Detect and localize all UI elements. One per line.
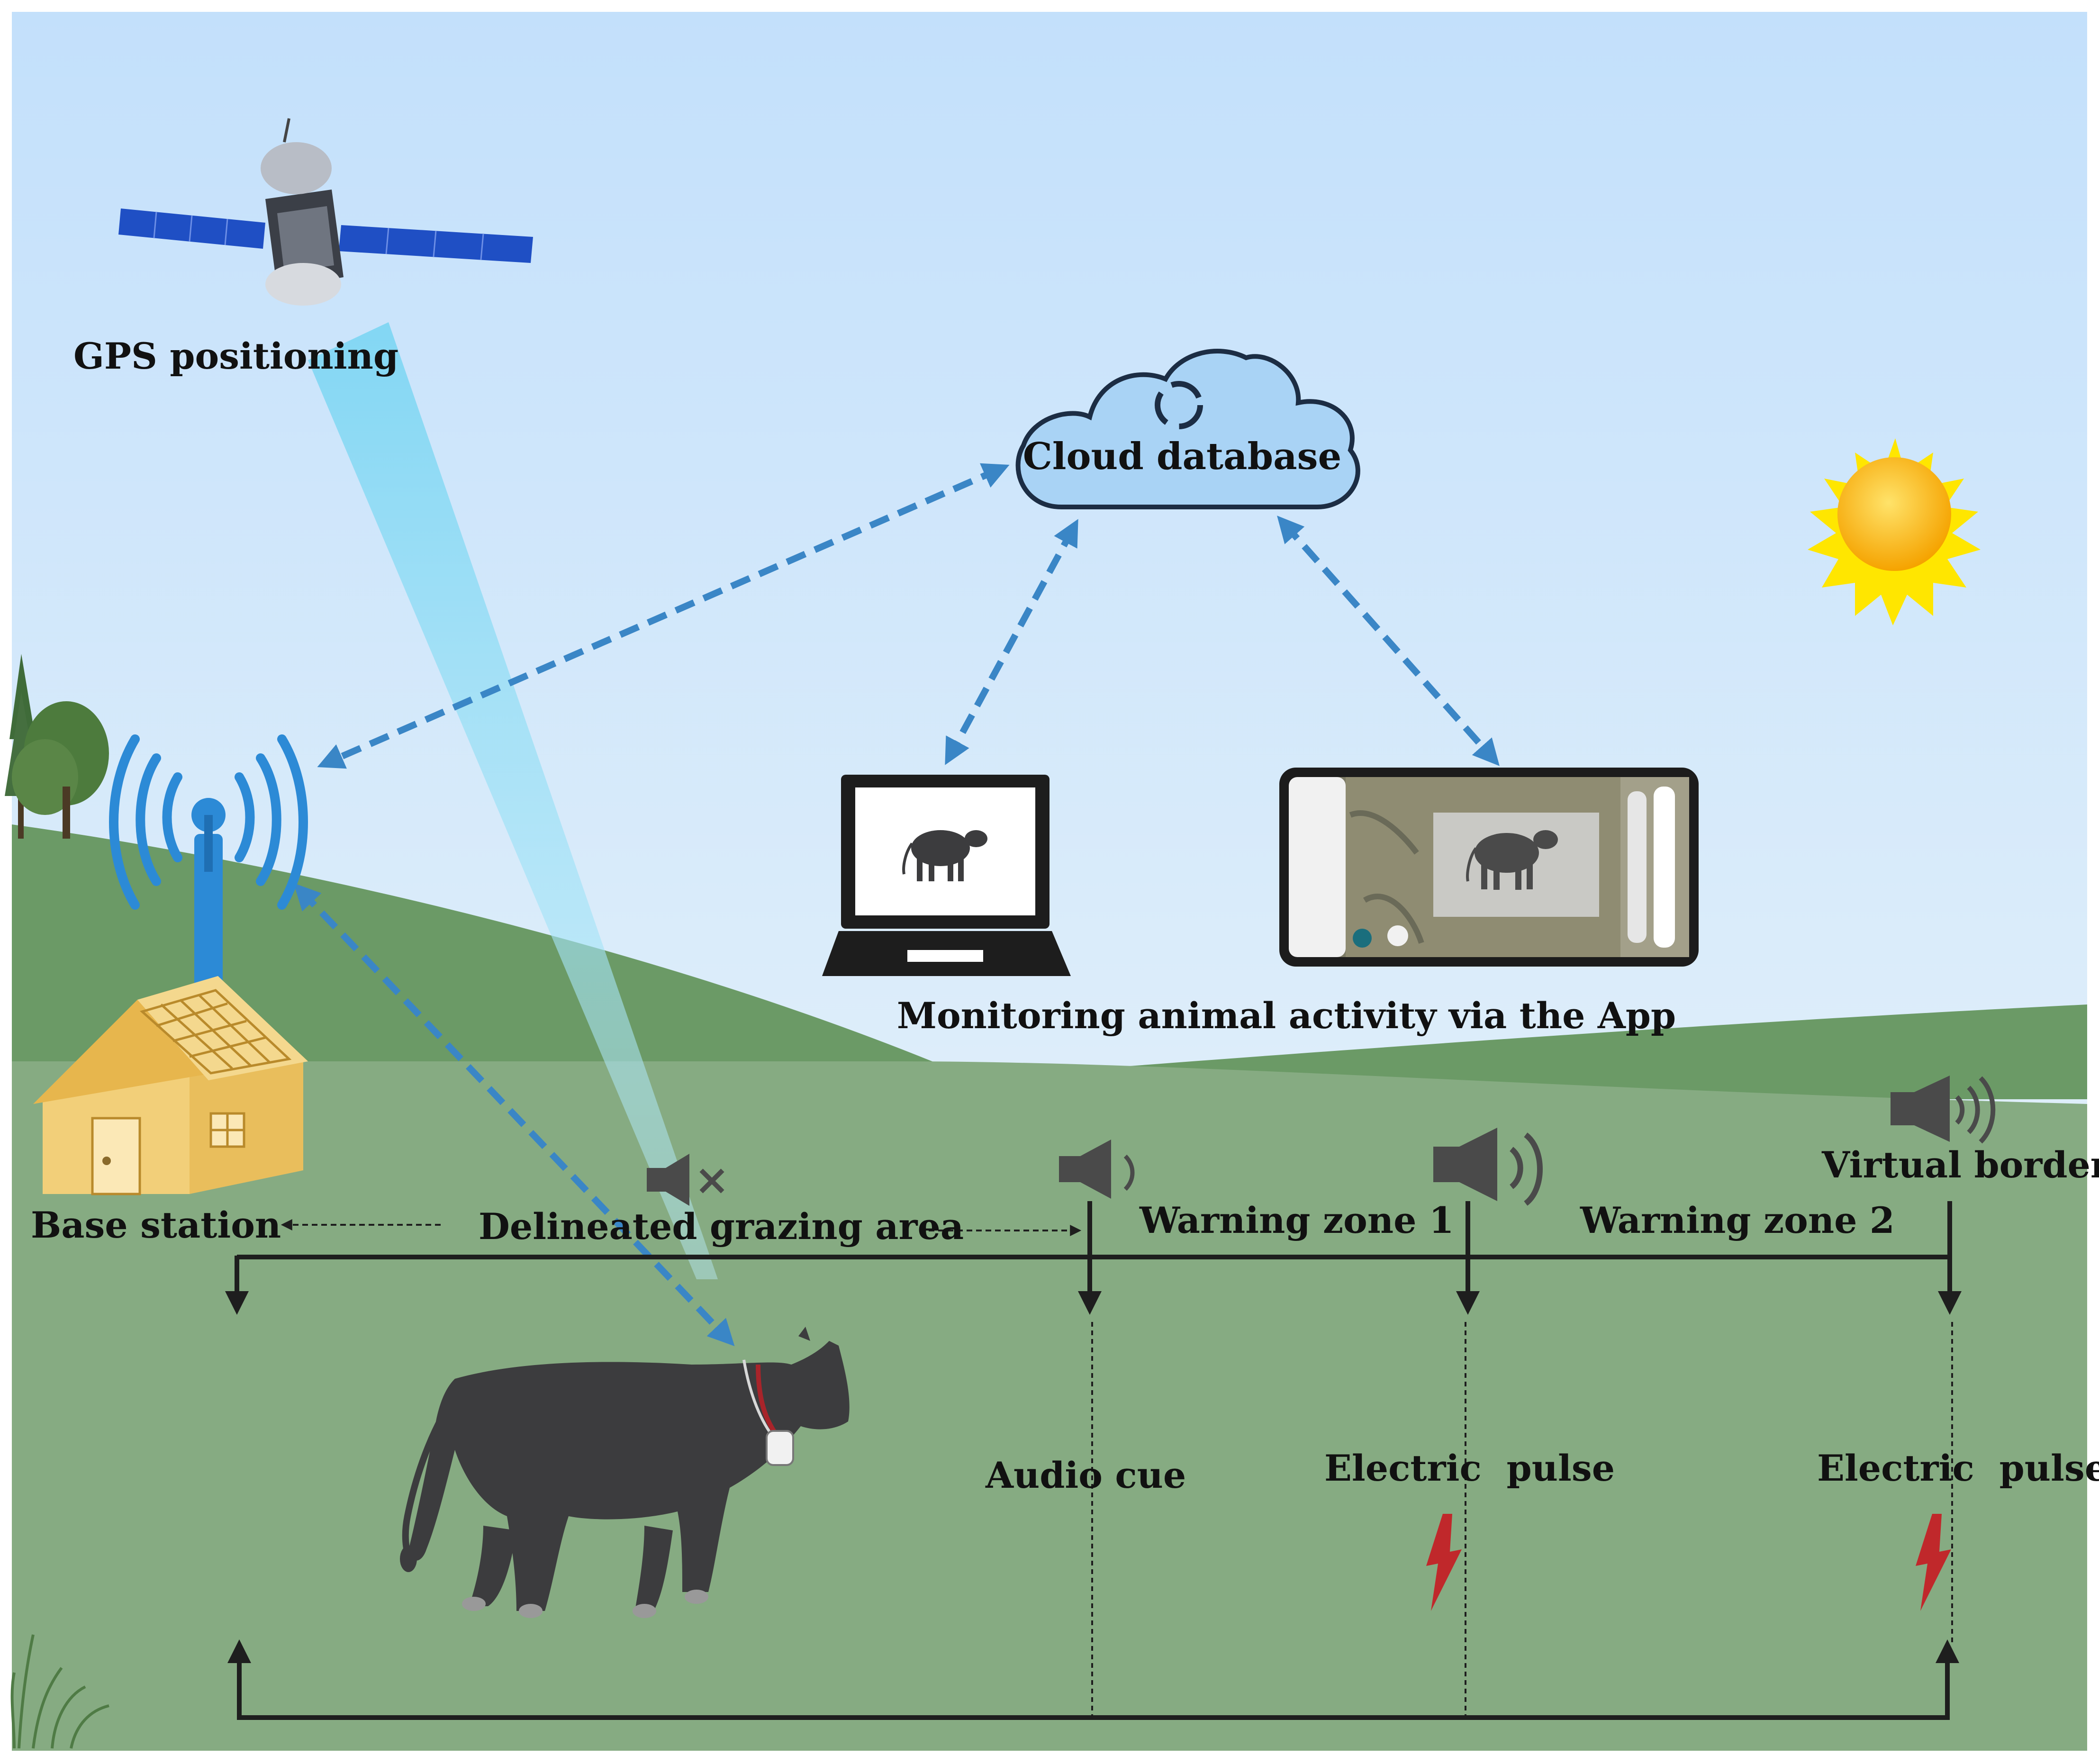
- sync-icon: [1155, 381, 1203, 429]
- grazing-area-span: [280, 1219, 1082, 1236]
- trees: [5, 654, 109, 839]
- monitoring-label: Monitoring animal activity via the App: [897, 995, 1676, 1037]
- return-path: [227, 1639, 1959, 1720]
- cow-icon: [902, 830, 987, 881]
- sun-icon: [1808, 438, 1981, 625]
- cloud-icon: [1015, 349, 1360, 509]
- speaker-icon: [1433, 1128, 1543, 1206]
- laptop-icon: [822, 775, 1071, 976]
- warning-zone-1-label: Warning zone 1: [1139, 1199, 1454, 1241]
- grass-tuft: [10, 1634, 109, 1749]
- virtual-border-label: Virtual border: [1821, 1144, 2099, 1186]
- speaker-icon: [1891, 1076, 1996, 1144]
- lightning-bolt-icon: [1426, 1514, 1462, 1611]
- speaker-icon: [1059, 1140, 1135, 1199]
- zone-dividers: [1091, 1322, 1953, 1715]
- grazing-field: [12, 1061, 2087, 1751]
- satellite-icon: [118, 118, 533, 306]
- cloud-tower-link: [317, 463, 1010, 769]
- data-links: [293, 463, 1500, 1347]
- grazing-area-label: Delineated grazing area: [479, 1205, 964, 1248]
- warning-zone-2-label: Warning zone 2: [1580, 1199, 1895, 1241]
- house-icon: [33, 976, 308, 1195]
- cloud-database-label: Cloud database: [1023, 435, 1341, 478]
- cow-icon: [400, 1327, 850, 1618]
- electric-pulse-label: Electric pulse: [1324, 1447, 1615, 1489]
- base-station-label: Base station: [31, 1204, 281, 1246]
- zone-boundaries: [225, 1201, 1962, 1720]
- gps-positioning-label: GPS positioning: [73, 335, 398, 377]
- tower-collar-link: [293, 883, 735, 1347]
- audio-cue-label: Audio cue: [985, 1454, 1186, 1496]
- lightning-bolt-icon: [1916, 1514, 1951, 1611]
- electric-pulse-label: Electric pulse: [1817, 1447, 2099, 1489]
- cow-icon: [1466, 830, 1558, 890]
- antenna-tower-icon: [109, 734, 308, 990]
- cloud-laptop-link: [945, 519, 1078, 765]
- speaker-muted-icon: [647, 1154, 724, 1206]
- cloud-phone-link: [1277, 516, 1500, 766]
